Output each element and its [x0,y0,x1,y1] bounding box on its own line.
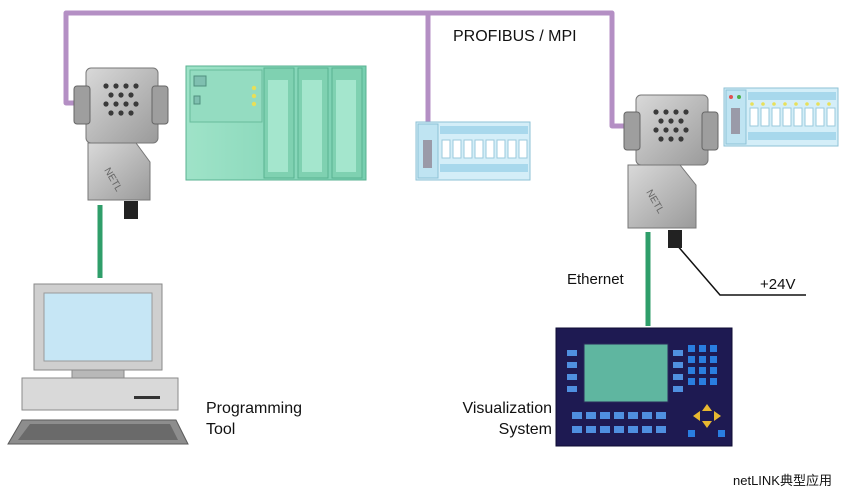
hmi-panel-icon [555,327,733,447]
computer-icon [7,283,189,445]
power-label: +24V [760,276,796,293]
programming-tool-label-line2: Tool [206,421,236,438]
netlink-connector-icon: NETL [623,94,719,248]
ethernet-label: Ethernet [567,271,624,288]
figure-caption: netLINK典型应用 [733,473,832,488]
io-module-icon [415,121,531,181]
netlink-connector-icon: NETL [73,67,169,219]
profibus-cable [63,10,628,129]
profibus-mpi-label: PROFIBUS / MPI [453,28,577,45]
programming-tool-label: Programming Tool [206,398,302,440]
visualization-system-label: Visualization System [437,398,552,440]
power-line [675,243,806,296]
plc-rack-icon [185,65,367,181]
visualization-system-label-line1: Visualization [462,400,552,417]
programming-tool-label-line1: Programming [206,400,303,417]
ethernet-cable [97,205,651,326]
visualization-system-label-line2: System [498,421,552,438]
io-module-icon [723,87,839,147]
